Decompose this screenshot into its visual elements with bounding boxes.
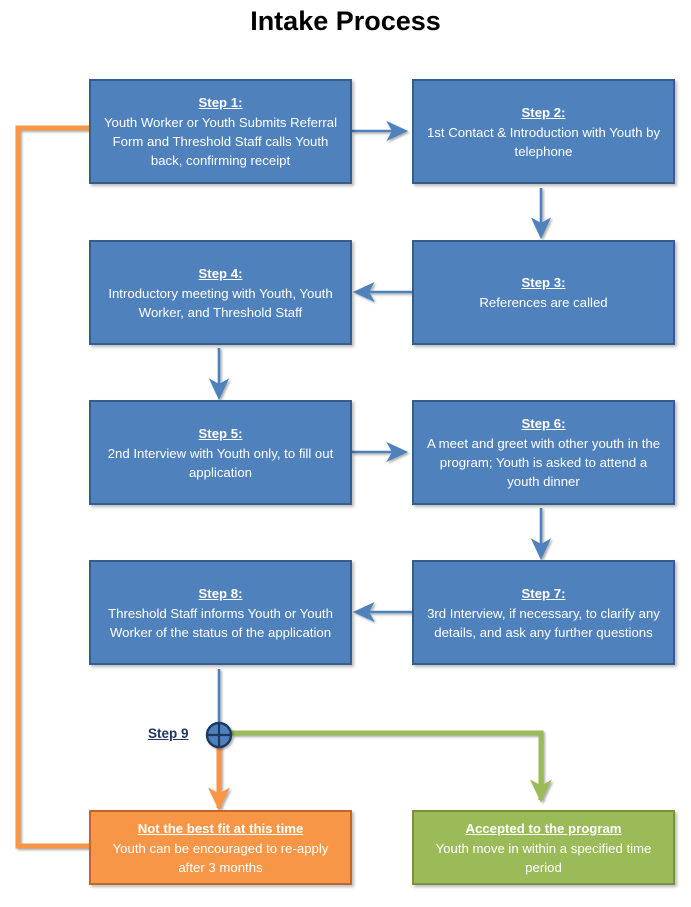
node-outcome-accepted-body: Youth move in within a specified time pe… bbox=[435, 840, 652, 875]
node-step7[interactable]: Step 7: 3rd Interview, if necessary, to … bbox=[412, 560, 675, 665]
node-step3[interactable]: Step 3: References are called bbox=[412, 240, 675, 345]
node-step7-body: 3rd Interview, if necessary, to clarify … bbox=[427, 605, 660, 640]
node-step1[interactable]: Step 1: Youth Worker or Youth Submits Re… bbox=[89, 79, 352, 184]
node-step4-header: Step 4: bbox=[198, 265, 243, 281]
node-step4[interactable]: Step 4: Introductory meeting with Youth,… bbox=[89, 240, 352, 345]
node-step4-body: Introductory meeting with Youth, Youth W… bbox=[108, 285, 333, 320]
node-step3-body: References are called bbox=[479, 295, 608, 310]
page-title: Intake Process bbox=[250, 6, 441, 36]
node-outcome-rejected[interactable]: Not the best fit at this time Youth can … bbox=[89, 810, 352, 885]
node-step2[interactable]: Step 2: 1st Contact & Introduction with … bbox=[412, 79, 675, 184]
node-step8-header: Step 8: bbox=[198, 585, 243, 601]
node-step1-header: Step 1: bbox=[198, 95, 243, 110]
node-step2-header: Step 2: bbox=[521, 104, 566, 120]
node-step6[interactable]: Step 6: A meet and greet with other yout… bbox=[412, 400, 675, 505]
decision-node-step9 bbox=[205, 721, 233, 749]
node-step7-header: Step 7: bbox=[521, 585, 566, 601]
node-outcome-rejected-header: Not the best fit at this time bbox=[137, 820, 304, 836]
node-outcome-rejected-body: Youth can be encouraged to re-apply afte… bbox=[112, 840, 329, 875]
node-step5-body: 2nd Interview with Youth only, to fill o… bbox=[107, 445, 334, 480]
node-step2-body: 1st Contact & Introduction with Youth by… bbox=[426, 124, 661, 159]
node-step8[interactable]: Step 8: Threshold Staff informs Youth or… bbox=[89, 560, 352, 665]
node-step5-header: Step 5: bbox=[198, 425, 243, 441]
node-step3-header: Step 3: bbox=[521, 275, 566, 290]
node-step5[interactable]: Step 5: 2nd Interview with Youth only, t… bbox=[89, 400, 352, 505]
node-step1-body: Youth Worker or Youth Submits Referral F… bbox=[103, 115, 338, 168]
node-step8-body: Threshold Staff informs Youth or Youth W… bbox=[108, 605, 333, 640]
node-outcome-accepted[interactable]: Accepted to the program Youth move in wi… bbox=[412, 810, 675, 885]
decision-label-step9: Step 9 bbox=[148, 726, 189, 741]
connector-decision-accepted bbox=[231, 730, 552, 803]
node-outcome-accepted-header: Accepted to the program bbox=[465, 820, 622, 836]
node-step6-header: Step 6: bbox=[521, 416, 566, 431]
node-step6-body: A meet and greet with other youth in the… bbox=[426, 436, 661, 489]
